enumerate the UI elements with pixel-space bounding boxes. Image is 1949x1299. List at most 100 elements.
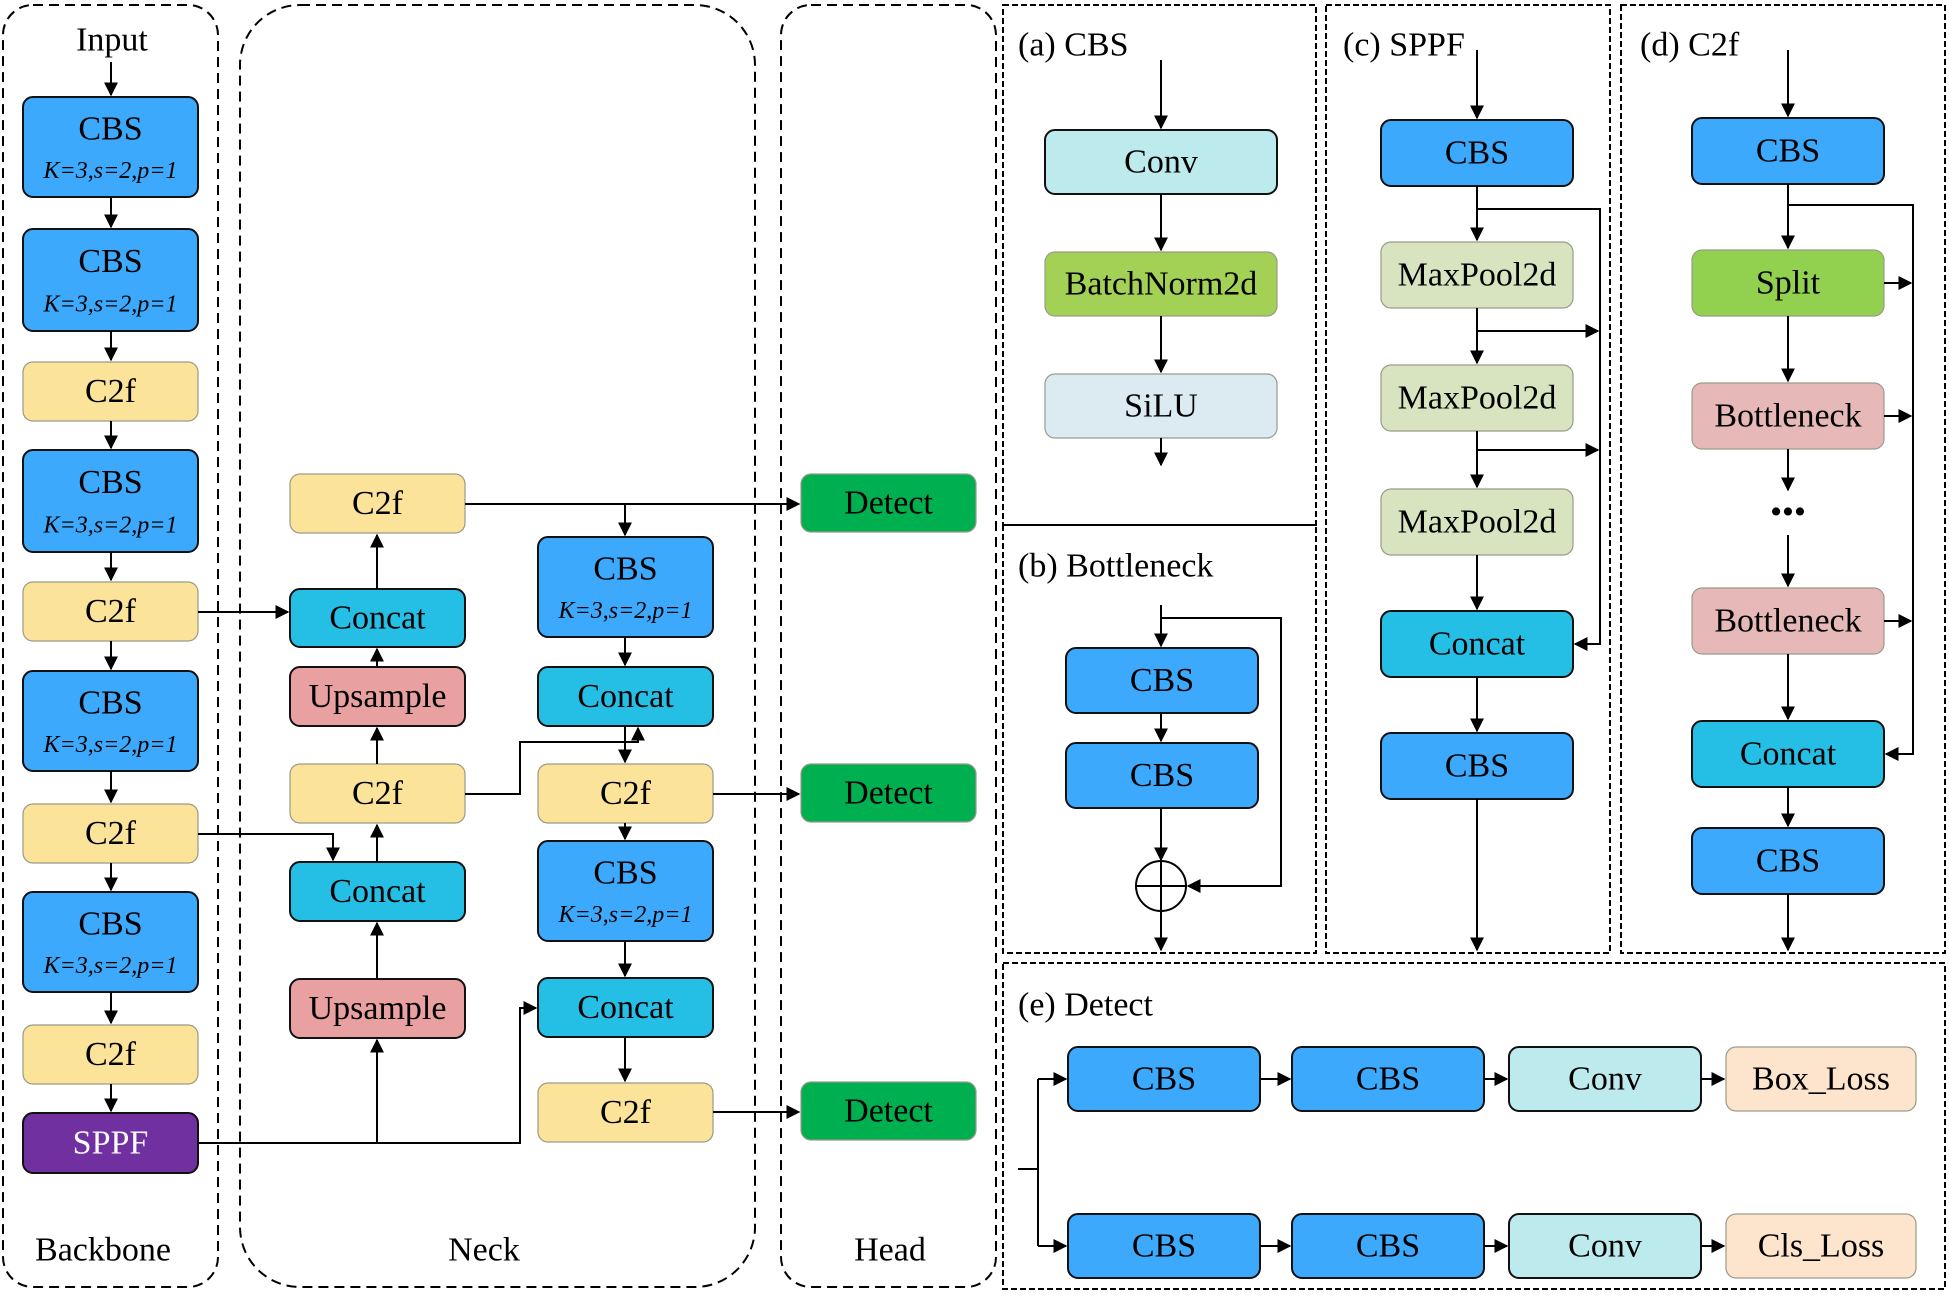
panel-c-maxpool2d-block: MaxPool2d (1380, 488, 1574, 556)
backbone-c2f-block-label: C2f (85, 1036, 137, 1073)
backbone-cbs-block: CBS K=3,s=2,p=1 (22, 96, 199, 198)
connections (104, 50, 1914, 1253)
neck-concat-block-label: Concat (329, 873, 426, 910)
neck-label: Neck (448, 1232, 520, 1269)
panel-e-loss-block-shape (1725, 1046, 1917, 1112)
head-detect-block-label: Detect (844, 775, 933, 812)
panel-a-silu-block-label: SiLU (1124, 388, 1198, 425)
panel-c-concat-block: Concat (1380, 610, 1574, 678)
panel-d-frame (1620, 4, 1946, 954)
panel-b-cbs-block: CBS (1065, 647, 1259, 714)
backbone-c2f-block: C2f (22, 581, 199, 642)
backbone-cbs-block-params: K=3,s=2,p=1 (43, 732, 178, 758)
head-detect-block: Detect (800, 763, 977, 823)
backbone-c2f-block: C2f (22, 803, 199, 864)
panel-b-title: (b) Bottleneck (1018, 548, 1213, 585)
panel-c-concat-block-label: Concat (1429, 626, 1526, 663)
panel-d-split-block: Split (1691, 249, 1885, 317)
backbone-cbs-block-label: CBS (78, 243, 142, 280)
panel-a-title: (a) CBS (1018, 27, 1129, 64)
backbone-cbs-block-label: CBS (78, 906, 142, 943)
panel-e-cbs-block-label: CBS (1132, 1061, 1196, 1098)
backbone-c2f-block: C2f (22, 361, 199, 422)
backbone-c2f-block-label: C2f (85, 593, 137, 630)
panel-b-frame (1002, 524, 1317, 954)
panel-c-cbs-block: CBS (1380, 119, 1574, 187)
panel-d-cbs-block: CBS (1691, 827, 1885, 895)
panel-c-cbs-block: CBS (1380, 732, 1574, 800)
panel-d-bottleneck-block-label: Bottleneck (1714, 603, 1861, 640)
panel-e-frame (1002, 962, 1946, 1290)
head-detect-block: Detect (800, 473, 977, 533)
neck-concat-block: Concat (537, 666, 714, 727)
panel-e-conv-block: Conv (1508, 1046, 1702, 1112)
neck-upsample-block: Upsample (289, 978, 466, 1039)
head-detect-block: Detect (800, 1081, 977, 1141)
backbone-cbs-block-params: K=3,s=2,p=1 (43, 512, 178, 538)
backbone-sppf-block-label: SPPF (73, 1125, 149, 1162)
panel-e-cbs-block-label: CBS (1356, 1061, 1420, 1098)
panel-e-cbs-block: CBS (1291, 1046, 1485, 1112)
backbone-cbs-block-params: K=3,s=2,p=1 (43, 953, 178, 979)
panel-e-conv-block-label: Conv (1568, 1228, 1642, 1265)
panel-b-cbs-block-label: CBS (1130, 757, 1194, 794)
connector-arrow (1477, 208, 1601, 651)
panel-d-bottleneck-block: Bottleneck (1691, 382, 1885, 450)
neck-c2f-block: C2f (289, 473, 466, 534)
backbone-cbs-block-label: CBS (78, 464, 142, 501)
neck-c2f-block: C2f (537, 763, 714, 824)
panel-d-split-block-label: Split (1756, 265, 1821, 302)
panel-e-loss-block: Box_Loss (1725, 1046, 1917, 1112)
panel-d-cbs-block-label: CBS (1756, 133, 1820, 170)
panel-d-concat-block-label: Concat (1740, 736, 1837, 773)
neck-upsample-block: Upsample (289, 666, 466, 727)
backbone-cbs-block-params: K=3,s=2,p=1 (43, 158, 178, 184)
backbone-cbs-block-label: CBS (78, 111, 142, 148)
backbone-blocks: CBSK=3,s=2,p=1CBSK=3,s=2,p=1C2fCBSK=3,s=… (22, 96, 199, 1174)
head-detect-block-label: Detect (844, 1093, 933, 1130)
neck-concat-block: Concat (289, 588, 466, 648)
neck-c2f-block-label: C2f (352, 775, 404, 812)
panel-d-concat-block: Concat (1691, 720, 1885, 788)
neck-c2f-block: C2f (289, 763, 466, 824)
panel-c-maxpool2d-block-label: MaxPool2d (1398, 504, 1557, 541)
panel-a-silu-block: SiLU (1044, 373, 1278, 439)
panel-e-conv-block-label: Conv (1568, 1061, 1642, 1098)
panel-e-cbs-block: CBS (1067, 1213, 1261, 1279)
neck-concat-block-label: Concat (329, 600, 426, 637)
neck-cbs-block-params: K=3,s=2,p=1 (558, 902, 693, 928)
panel-e-title: (e) Detect (1018, 987, 1154, 1024)
panel-a-conv-block-label: Conv (1124, 144, 1198, 181)
head-detect-block-shape (800, 473, 977, 533)
connector-arrow (1161, 617, 1282, 893)
panel-b-cbs-block-label: CBS (1130, 662, 1194, 699)
backbone-cbs-block: CBS K=3,s=2,p=1 (22, 891, 199, 993)
panel-c-maxpool2d-block: MaxPool2d (1380, 364, 1574, 432)
panel-c-maxpool2d-block-label: MaxPool2d (1398, 257, 1557, 294)
connector-arrow (198, 1001, 538, 1144)
head-detect-block-shape (800, 763, 977, 823)
panel-a-frame (1002, 4, 1317, 526)
panel-d-cbs-block: CBS (1691, 117, 1885, 185)
neck-upsample-block-label: Upsample (309, 678, 447, 715)
panel-c-cbs-block-label: CBS (1445, 748, 1509, 785)
backbone-label: Backbone (35, 1232, 171, 1269)
backbone-c2f-block-label: C2f (85, 373, 137, 410)
panel-a-batchnorm2d-block: BatchNorm2d (1044, 251, 1278, 317)
neck-concat-block: Concat (537, 977, 714, 1038)
backbone-c2f-block: C2f (22, 1024, 199, 1085)
panel-c-frame (1325, 4, 1611, 954)
head-detect-block-shape (800, 1081, 977, 1141)
neck-frame (239, 4, 756, 1288)
panel-e-loss-block-label: Cls_Loss (1758, 1228, 1885, 1265)
neck-c2f-block-label: C2f (352, 485, 404, 522)
panel-e-cbs-block-label: CBS (1356, 1228, 1420, 1265)
panel-e-loss-block: Cls_Loss (1725, 1213, 1917, 1279)
